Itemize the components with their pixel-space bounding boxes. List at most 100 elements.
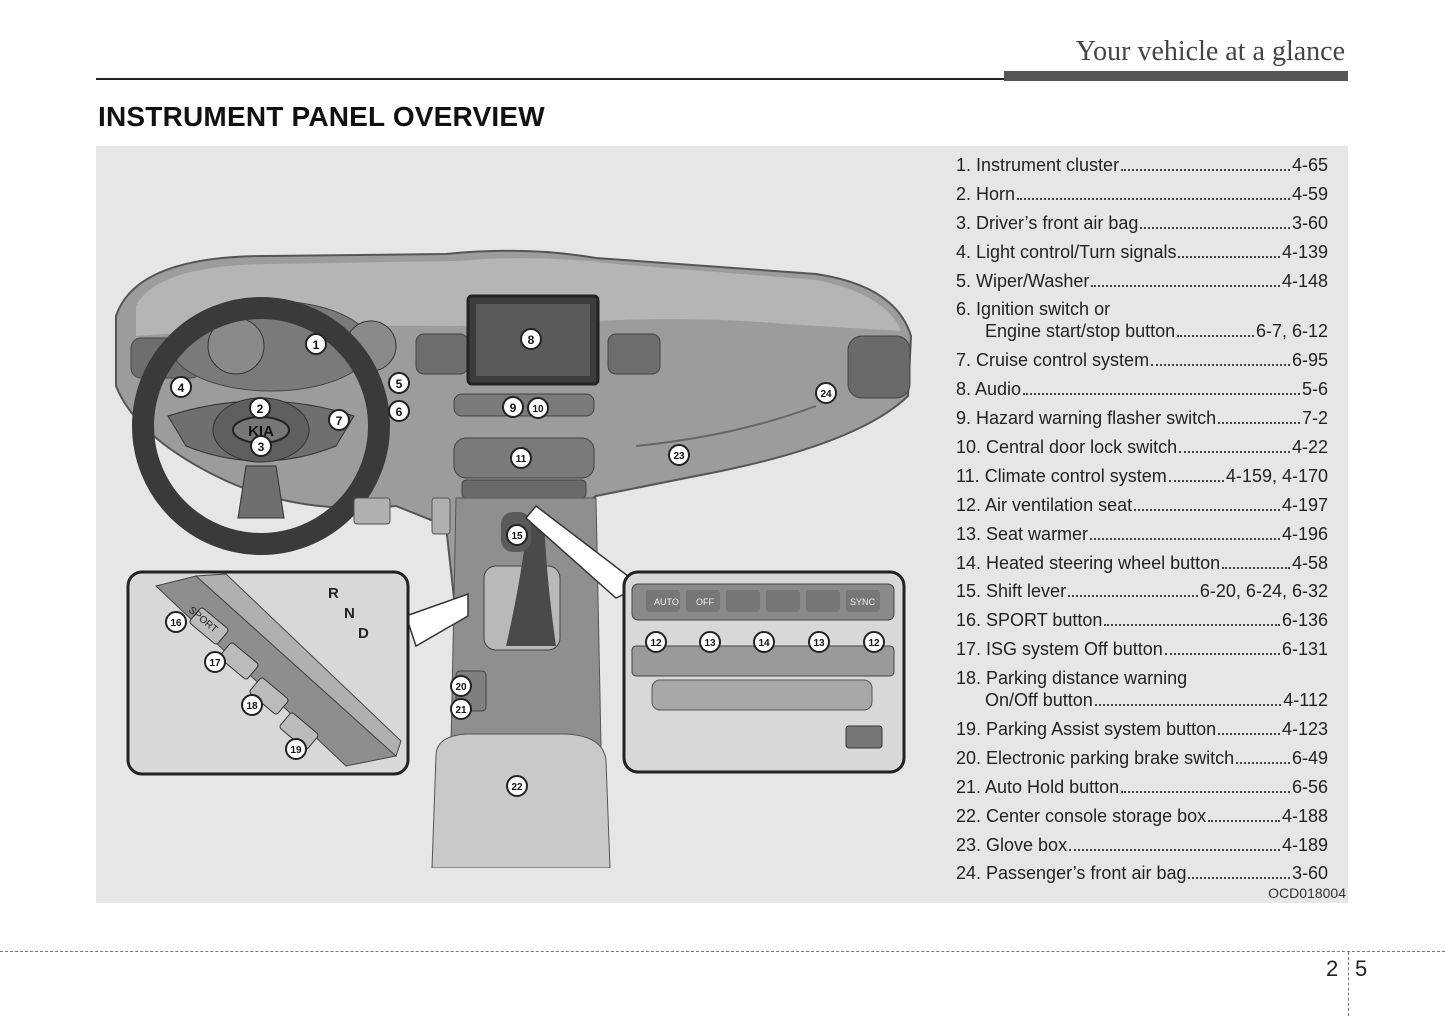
svg-text:24: 24 — [820, 389, 832, 400]
svg-text:7: 7 — [336, 414, 343, 428]
climate-auto-label: AUTO — [654, 597, 679, 607]
climate-buttons: AUTO OFF SYNC — [646, 590, 880, 612]
svg-text:10: 10 — [532, 404, 544, 415]
svg-text:12: 12 — [650, 638, 662, 649]
callout-6: 6 — [388, 400, 410, 422]
callout-12-right: 12 — [863, 631, 885, 653]
svg-text:21: 21 — [455, 705, 467, 716]
figure-panel: KIA SPORT R N D — [96, 146, 1348, 903]
steering-wheel — [132, 297, 390, 555]
svg-text:20: 20 — [455, 682, 467, 693]
svg-text:17: 17 — [209, 658, 221, 669]
callout-4: 4 — [170, 376, 192, 398]
callout-8: 8 — [520, 328, 542, 350]
callout-7: 7 — [328, 409, 350, 431]
right-vent — [847, 335, 911, 399]
callout-24: 24 — [815, 382, 837, 404]
callout-22: 22 — [506, 775, 528, 797]
callout-9: 9 — [502, 396, 524, 418]
callout-2: 2 — [249, 397, 271, 419]
svg-text:23: 23 — [673, 451, 685, 462]
svg-text:16: 16 — [170, 618, 182, 629]
page-number: 5 — [1355, 956, 1368, 981]
gear-d: D — [358, 625, 369, 642]
instrument-panel-illustration: KIA SPORT R N D — [115, 249, 913, 868]
svg-text:15: 15 — [511, 531, 523, 542]
footer-rule — [0, 951, 1445, 952]
climate-sync-label: SYNC — [850, 597, 876, 607]
svg-text:14: 14 — [758, 638, 770, 649]
svg-text:13: 13 — [704, 638, 716, 649]
legend-item: 18. Parking distance warning On/Off butt… — [956, 668, 1328, 711]
svg-text:18: 18 — [246, 701, 258, 712]
figure-code: OCD018004 — [1268, 885, 1346, 901]
svg-text:1: 1 — [313, 338, 320, 352]
center-vent-left — [415, 333, 469, 375]
callout-3: 3 — [250, 435, 272, 457]
section-title: INSTRUMENT PANEL OVERVIEW — [98, 101, 545, 132]
glove-box — [635, 405, 817, 447]
callout-13-left: 13 — [699, 631, 721, 653]
kia-logo: KIA — [248, 423, 274, 440]
callout-17: 17 — [204, 651, 226, 673]
callout-20: 20 — [450, 675, 472, 697]
callout-21: 21 — [450, 698, 472, 720]
climate-off-label: OFF — [696, 597, 714, 607]
callout-badges: 1 2 3 4 5 6 7 8 9 10 11 15 16 17 18 19 2… — [165, 328, 885, 797]
callout-13-right: 13 — [808, 631, 830, 653]
svg-text:11: 11 — [516, 454, 527, 465]
legend-item: 6. Ignition switch or Engine start/stop … — [956, 299, 1328, 342]
svg-text:3: 3 — [258, 440, 265, 454]
svg-text:13: 13 — [813, 638, 825, 649]
svg-text:22: 22 — [511, 782, 523, 793]
callout-18: 18 — [241, 694, 263, 716]
running-header: Your vehicle at a glance — [1075, 36, 1345, 67]
callout-12-left: 12 — [645, 631, 667, 653]
callout-1: 1 — [305, 333, 327, 355]
callout-19: 19 — [285, 738, 307, 760]
callout-15: 15 — [506, 524, 528, 546]
storage-box — [431, 733, 611, 868]
page-number-divider — [1348, 952, 1349, 1016]
callout-5: 5 — [388, 372, 410, 394]
svg-text:9: 9 — [510, 401, 517, 415]
chapter-number: 2 — [1326, 956, 1339, 981]
gear-r: R — [328, 585, 339, 602]
svg-text:2: 2 — [257, 402, 264, 416]
svg-text:4: 4 — [178, 381, 185, 395]
callout-14: 14 — [753, 631, 775, 653]
callout-23: 23 — [668, 444, 690, 466]
gear-selector-drawing — [154, 573, 402, 767]
callout-10: 10 — [527, 397, 549, 419]
callout-11: 11 — [510, 447, 532, 469]
svg-text:19: 19 — [290, 745, 302, 756]
center-vent-right — [607, 333, 661, 375]
svg-text:5: 5 — [396, 377, 403, 391]
svg-text:6: 6 — [396, 405, 403, 419]
header-rule-bar — [1004, 71, 1348, 81]
callout-16: 16 — [165, 611, 187, 633]
